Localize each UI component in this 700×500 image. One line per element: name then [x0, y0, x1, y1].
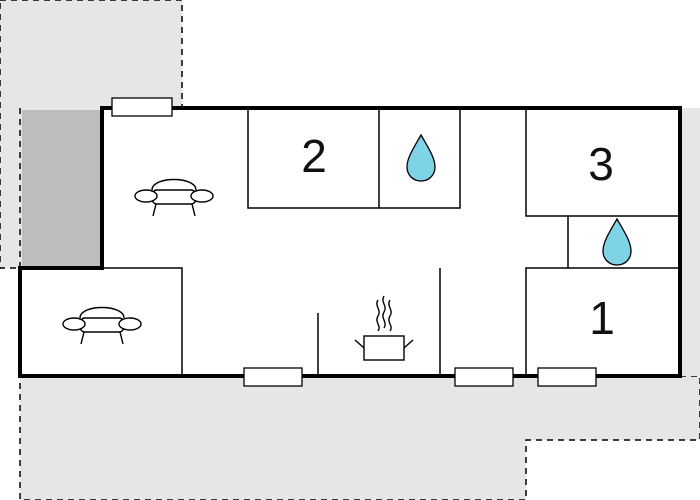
- room-number-2: 2: [301, 130, 327, 182]
- outside-area-bottom: [19, 375, 700, 500]
- sofa-icon: [134, 178, 214, 217]
- interior-walls: [20, 107, 680, 376]
- building: [18, 106, 682, 378]
- cooking-pot-icon: [354, 295, 414, 361]
- room-number-3: 3: [588, 138, 614, 190]
- bedroom-3-outline: [525, 108, 680, 217]
- water-drop-icon: [406, 133, 436, 182]
- window-icon: [537, 367, 597, 387]
- sofa-icon: [62, 306, 142, 345]
- building-floor: [20, 108, 680, 376]
- window-icon: [111, 97, 173, 117]
- exterior-walls: [18, 106, 682, 378]
- window-icon: [243, 367, 303, 387]
- shaded-storage-area: [22, 110, 100, 266]
- room-number-1: 1: [589, 292, 615, 344]
- outside-area-right: [680, 108, 700, 376]
- windows: [111, 97, 597, 387]
- window-icon: [454, 367, 514, 387]
- bedroom-1-outline: [525, 267, 680, 376]
- water-drop-icon: [602, 217, 632, 266]
